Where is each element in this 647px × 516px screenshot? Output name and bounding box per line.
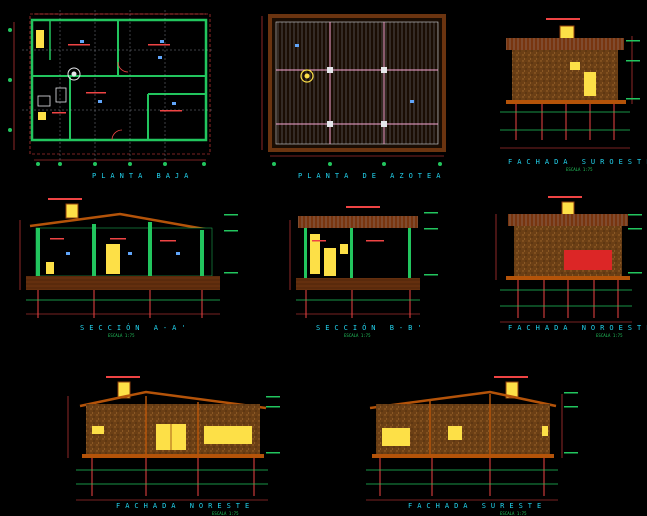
scale-seccion-aa: ESCALA 1:75	[108, 333, 135, 338]
fachada-noreste-drawing	[67, 376, 280, 501]
seccion-bb-drawing	[289, 206, 438, 318]
fachada-sureste-drawing	[366, 376, 578, 501]
caption-planta-azotea: PLANTA DE AZOTEA	[298, 172, 446, 180]
planta-azotea-drawing	[261, 14, 446, 166]
caption-seccion-bb: SECCIÓN B-B'	[316, 324, 427, 332]
fachada-suroeste-top-drawing	[500, 18, 640, 149]
caption-fachada-suroeste-top: FACHADA SUROESTE	[508, 158, 647, 166]
caption-fachada-sureste: FACHADA SURESTE	[408, 502, 547, 510]
caption-fachada-noroeste: FACHADA NOROESTE	[508, 324, 647, 332]
seccion-aa-drawing	[19, 198, 238, 318]
scale-fachada-noroeste: ESCALA 1:75	[596, 333, 623, 338]
caption-fachada-noreste: FACHADA NORESTE	[116, 502, 255, 510]
fachada-noroeste-drawing	[495, 196, 642, 323]
caption-seccion-aa: SECCIÓN A-A'	[80, 324, 191, 332]
scale-fachada-noreste: ESCALA 1:75	[212, 511, 239, 516]
scale-fachada-suroeste-top: ESCALA 1:75	[566, 167, 593, 172]
planta-baja-drawing	[8, 10, 214, 166]
scale-seccion-bb: ESCALA 1:75	[344, 333, 371, 338]
caption-planta-baja: PLANTA BAJA	[92, 172, 194, 180]
scale-fachada-sureste: ESCALA 1:75	[500, 511, 527, 516]
